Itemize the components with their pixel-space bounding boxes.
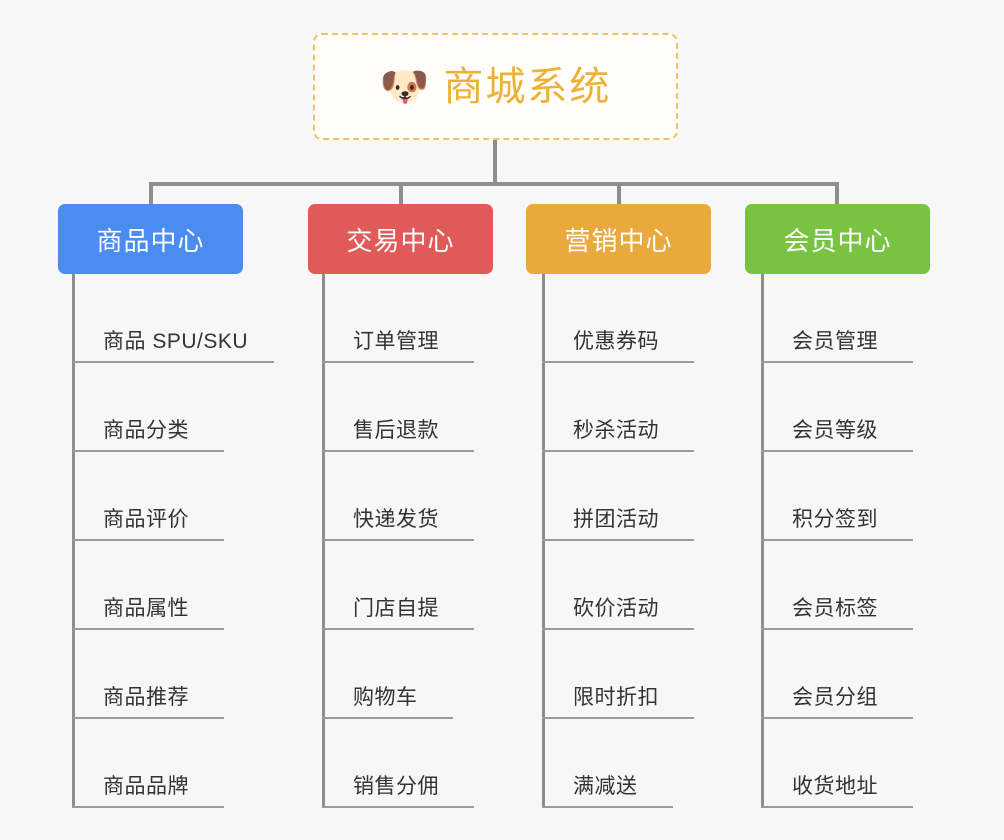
- category-header-product-center[interactable]: 商品中心: [58, 204, 243, 274]
- leaf-item-underline: [761, 806, 913, 808]
- leaf-item-underline: [72, 361, 274, 363]
- connector-drop-product-center: [149, 182, 153, 204]
- leaf-item-underline: [761, 628, 913, 630]
- leaf-item-underline: [322, 717, 453, 719]
- leaf-item[interactable]: 限时折扣: [542, 630, 694, 719]
- leaf-item-underline: [542, 539, 694, 541]
- leaf-item[interactable]: 砍价活动: [542, 541, 694, 630]
- category-column-marketing-center: 优惠券码秒杀活动拼团活动砍价活动限时折扣满减送: [542, 274, 694, 808]
- leaf-item[interactable]: 会员标签: [761, 541, 913, 630]
- leaf-item-underline: [72, 628, 224, 630]
- leaf-item-label: 商品评价: [103, 508, 189, 531]
- leaf-item[interactable]: 商品属性: [72, 541, 248, 630]
- leaf-item[interactable]: 商品推荐: [72, 630, 248, 719]
- leaf-item-label: 收货地址: [792, 775, 878, 798]
- category-header-label: 商品中心: [96, 225, 205, 256]
- leaf-item[interactable]: 拼团活动: [542, 452, 694, 541]
- leaf-item[interactable]: 会员分组: [761, 630, 913, 719]
- leaf-item[interactable]: 售后退款: [322, 363, 474, 452]
- leaf-item[interactable]: 商品分类: [72, 363, 248, 452]
- leaf-item-label: 会员等级: [792, 419, 878, 442]
- leaf-item[interactable]: 销售分佣: [322, 719, 474, 808]
- column-spine-marketing-center: [542, 274, 545, 808]
- connector-drop-trade-center: [399, 182, 403, 204]
- root-node-shop-system[interactable]: 🐶 商城系统: [313, 33, 678, 140]
- leaf-item-label: 商品 SPU/SKU: [103, 330, 249, 353]
- leaf-item-underline: [542, 806, 673, 808]
- leaf-item-label: 限时折扣: [573, 686, 659, 709]
- leaf-item[interactable]: 商品品牌: [72, 719, 248, 808]
- leaf-item-underline: [542, 450, 694, 452]
- leaf-item[interactable]: 商品 SPU/SKU: [72, 274, 274, 363]
- leaf-item-underline: [542, 361, 694, 363]
- connector-root-stem: [493, 140, 497, 186]
- leaf-item[interactable]: 购物车: [322, 630, 453, 719]
- column-spine-member-center: [761, 274, 764, 808]
- leaf-item-label: 会员分组: [792, 686, 878, 709]
- connector-drop-marketing-center: [617, 182, 621, 204]
- leaf-item-label: 快递发货: [353, 508, 439, 531]
- leaf-item-underline: [72, 450, 224, 452]
- leaf-item[interactable]: 会员管理: [761, 274, 913, 363]
- leaf-item-underline: [72, 806, 224, 808]
- leaf-item-label: 售后退款: [353, 419, 439, 442]
- leaf-item[interactable]: 商品评价: [72, 452, 248, 541]
- leaf-item-underline: [72, 539, 224, 541]
- connector-bus: [149, 182, 839, 186]
- leaf-item-label: 订单管理: [353, 330, 439, 353]
- leaf-item[interactable]: 满减送: [542, 719, 673, 808]
- leaf-item[interactable]: 积分签到: [761, 452, 913, 541]
- leaf-item-underline: [542, 628, 694, 630]
- category-column-member-center: 会员管理会员等级积分签到会员标签会员分组收货地址: [761, 274, 913, 808]
- category-header-member-center[interactable]: 会员中心: [745, 204, 930, 274]
- leaf-item-label: 会员管理: [792, 330, 878, 353]
- connector-drop-member-center: [835, 182, 839, 204]
- category-header-label: 营销中心: [564, 225, 673, 256]
- leaf-item[interactable]: 秒杀活动: [542, 363, 694, 452]
- leaf-item[interactable]: 优惠券码: [542, 274, 694, 363]
- leaf-item-underline: [322, 450, 474, 452]
- leaf-item-label: 积分签到: [792, 508, 878, 531]
- leaf-item-label: 销售分佣: [353, 775, 439, 798]
- leaf-item-underline: [322, 628, 474, 630]
- leaf-item[interactable]: 门店自提: [322, 541, 474, 630]
- leaf-item-label: 商品分类: [103, 419, 189, 442]
- leaf-item-label: 优惠券码: [573, 330, 659, 353]
- category-header-label: 交易中心: [346, 225, 455, 256]
- column-spine-trade-center: [322, 274, 325, 808]
- root-node-title: 商城系统: [443, 64, 612, 109]
- leaf-item-underline: [542, 717, 694, 719]
- leaf-item[interactable]: 快递发货: [322, 452, 474, 541]
- leaf-item[interactable]: 会员等级: [761, 363, 913, 452]
- leaf-item-underline: [72, 717, 224, 719]
- leaf-item-label: 拼团活动: [573, 508, 659, 531]
- leaf-item-underline: [322, 539, 474, 541]
- category-column-trade-center: 订单管理售后退款快递发货门店自提购物车销售分佣: [322, 274, 474, 808]
- leaf-item-label: 门店自提: [353, 597, 439, 620]
- leaf-item-label: 会员标签: [792, 597, 878, 620]
- category-header-label: 会员中心: [783, 225, 892, 256]
- leaf-item-underline: [761, 717, 913, 719]
- dog-face-icon: 🐶: [379, 64, 430, 109]
- leaf-item-underline: [761, 539, 913, 541]
- leaf-item-label: 商品属性: [103, 597, 189, 620]
- leaf-item-underline: [761, 361, 913, 363]
- leaf-item-label: 商品品牌: [103, 775, 189, 798]
- leaf-item-underline: [761, 450, 913, 452]
- category-header-trade-center[interactable]: 交易中心: [308, 204, 493, 274]
- category-column-product-center: 商品 SPU/SKU 商品分类商品评价商品属性商品推荐商品品牌: [72, 274, 274, 808]
- column-spine-product-center: [72, 274, 75, 808]
- leaf-item-label: 购物车: [353, 686, 418, 709]
- category-header-marketing-center[interactable]: 营销中心: [526, 204, 711, 274]
- leaf-item-underline: [322, 806, 474, 808]
- leaf-item-underline: [322, 361, 474, 363]
- leaf-item[interactable]: 收货地址: [761, 719, 913, 808]
- leaf-item-label: 秒杀活动: [573, 419, 659, 442]
- leaf-item-label: 砍价活动: [573, 597, 659, 620]
- leaf-item[interactable]: 订单管理: [322, 274, 474, 363]
- leaf-item-label: 满减送: [573, 775, 638, 798]
- leaf-item-label: 商品推荐: [103, 686, 189, 709]
